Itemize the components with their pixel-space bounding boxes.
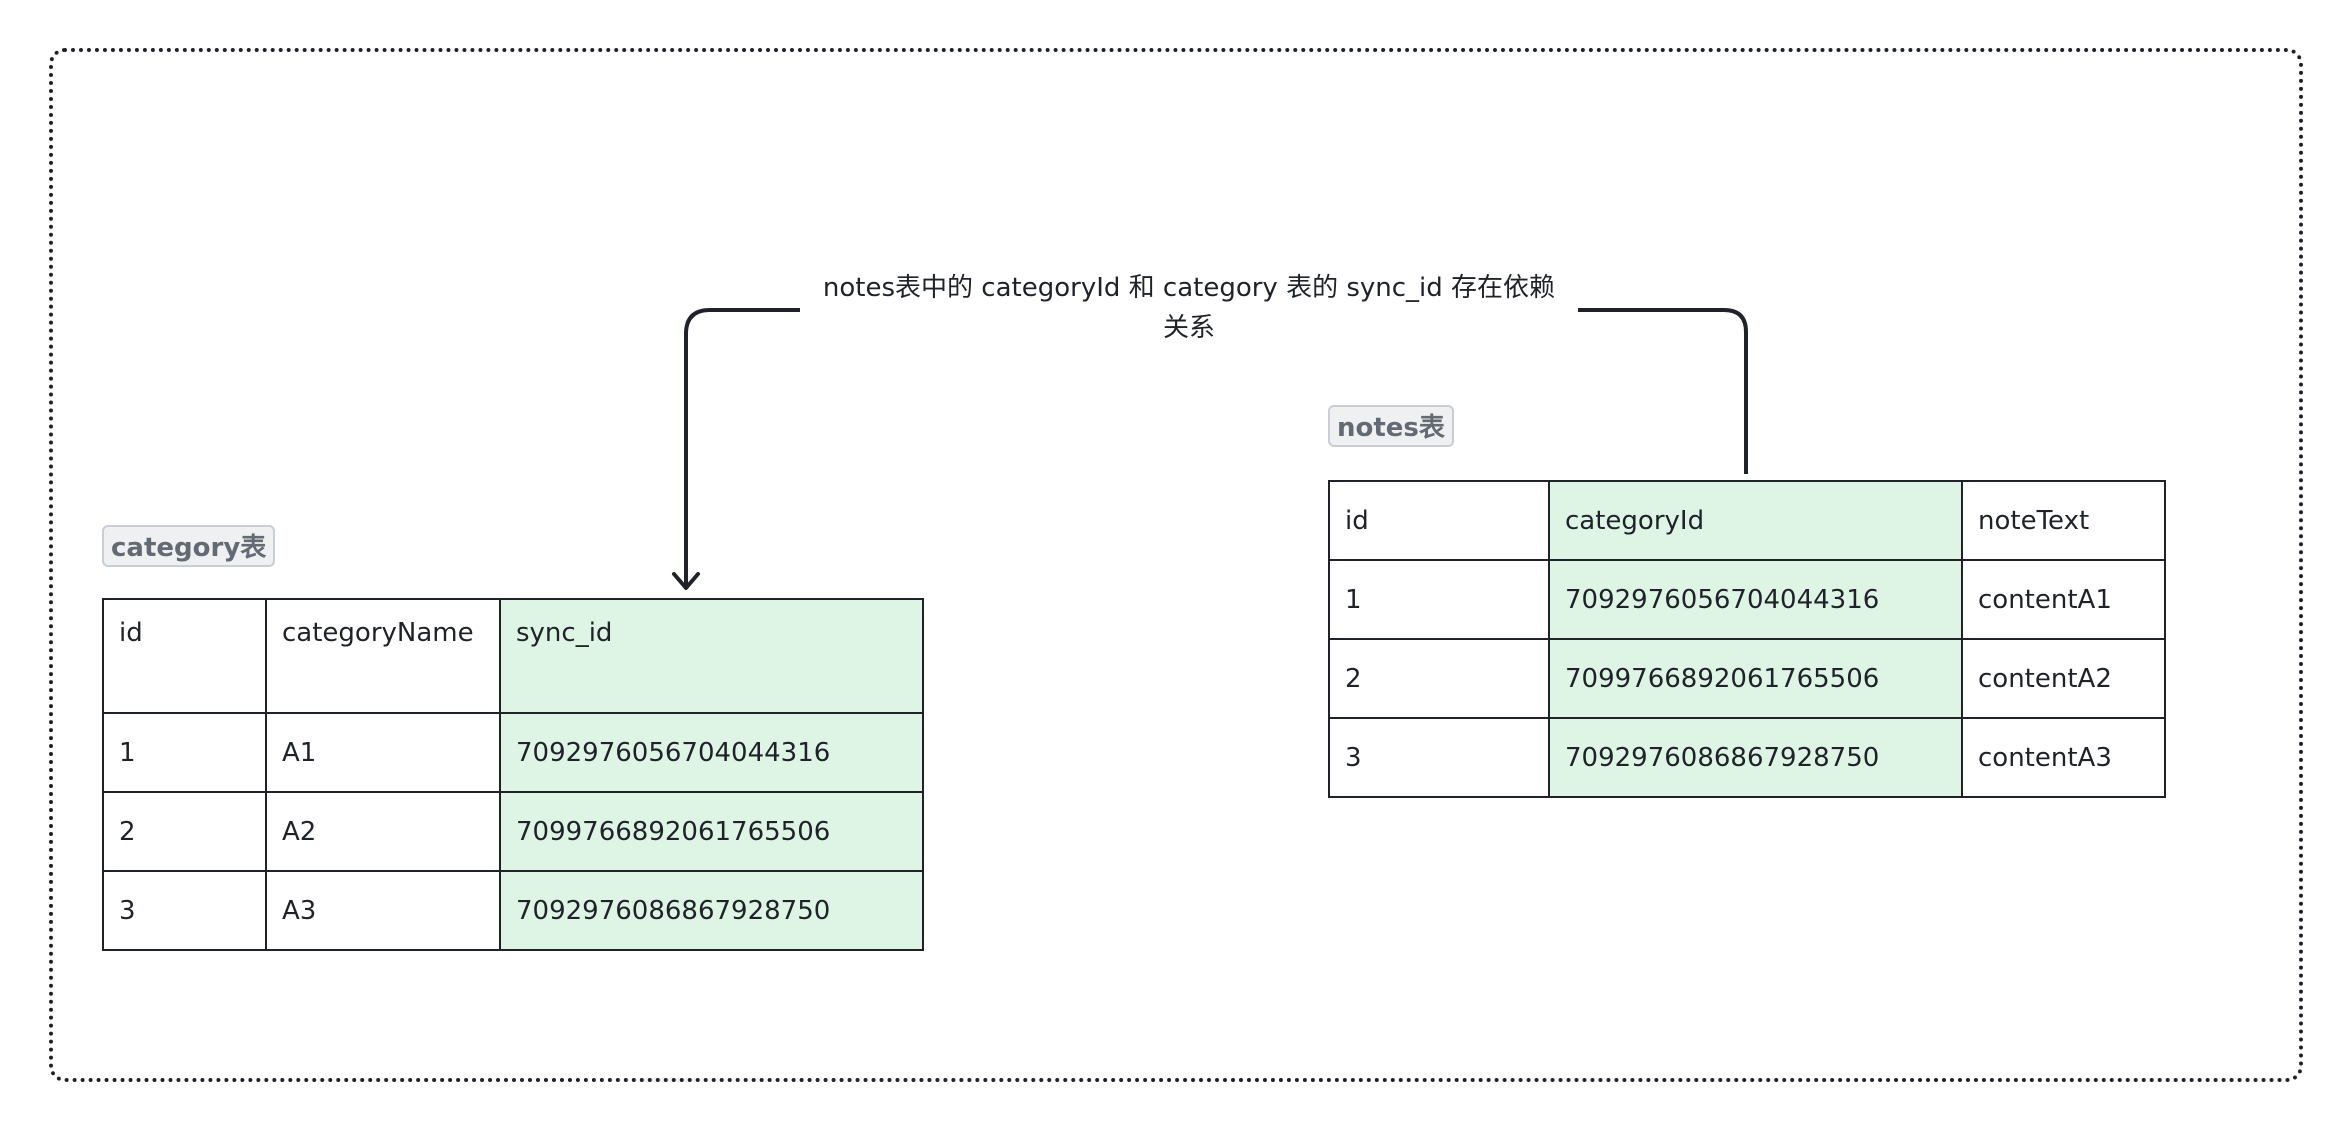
cell-sync-id: 7092976086867928750 xyxy=(499,870,924,951)
cell-category-name: A2 xyxy=(265,791,501,872)
cell-note-text: contentA3 xyxy=(1961,717,2166,798)
cell-category-name: A1 xyxy=(265,712,501,793)
relation-label-line1: notes表中的 categoryId 和 category 表的 sync_i… xyxy=(822,273,1556,303)
table-header-row: id categoryId noteText xyxy=(1328,480,2166,561)
relation-label: notes表中的 categoryId 和 category 表的 sync_i… xyxy=(800,268,1578,348)
cell-id: 2 xyxy=(1328,638,1550,719)
column-header-id: id xyxy=(1328,480,1550,561)
cell-category-id: 7092976056704044316 xyxy=(1548,559,1963,640)
cell-id: 3 xyxy=(102,870,267,951)
cell-note-text: contentA1 xyxy=(1961,559,2166,640)
table-row: 1 7092976056704044316 contentA1 xyxy=(1328,559,2166,640)
diagram-frame xyxy=(49,48,2303,1082)
column-header-note-text: noteText xyxy=(1961,480,2166,561)
cell-id: 1 xyxy=(1328,559,1550,640)
column-header-category-name: categoryName xyxy=(265,598,501,714)
cell-note-text: contentA2 xyxy=(1961,638,2166,719)
column-header-sync-id: sync_id xyxy=(499,598,924,714)
cell-id: 1 xyxy=(102,712,267,793)
cell-sync-id: 7099766892061765506 xyxy=(499,791,924,872)
table-row: 2 7099766892061765506 contentA2 xyxy=(1328,638,2166,719)
notes-table-tag: notes表 xyxy=(1328,405,1454,447)
column-header-id: id xyxy=(102,598,267,714)
relation-label-line2: 关系 xyxy=(1162,313,1215,343)
table-row: 3 7092976086867928750 contentA3 xyxy=(1328,717,2166,798)
table-header-row: id categoryName sync_id xyxy=(102,598,924,714)
table-row: 2 A2 7099766892061765506 xyxy=(102,791,924,872)
table-row: 1 A1 7092976056704044316 xyxy=(102,712,924,793)
cell-category-id: 7099766892061765506 xyxy=(1548,638,1963,719)
column-header-category-id: categoryId xyxy=(1548,480,1963,561)
table-row: 3 A3 7092976086867928750 xyxy=(102,870,924,951)
category-table: id categoryName sync_id 1 A1 70929760567… xyxy=(102,598,924,951)
category-table-tag: category表 xyxy=(102,525,276,567)
cell-category-name: A3 xyxy=(265,870,501,951)
notes-table: id categoryId noteText 1 709297605670404… xyxy=(1328,480,2166,798)
cell-category-id: 7092976086867928750 xyxy=(1548,717,1963,798)
cell-sync-id: 7092976056704044316 xyxy=(499,712,924,793)
cell-id: 2 xyxy=(102,791,267,872)
cell-id: 3 xyxy=(1328,717,1550,798)
